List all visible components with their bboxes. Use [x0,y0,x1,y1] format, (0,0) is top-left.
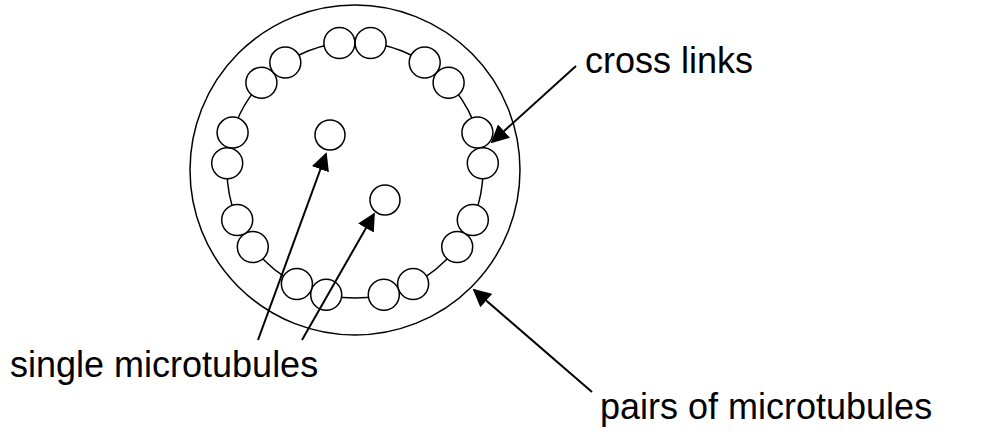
leader-line [258,154,326,340]
annotation-label: pairs of microtubules [600,386,932,427]
leader-line [492,66,576,142]
cross-link-ring [227,42,483,298]
microtubule-pairs [212,28,499,311]
annotation-label: cross links [585,40,753,81]
leader-line [474,290,592,392]
single-microtubules [315,120,400,215]
leader-line [302,214,374,340]
outer-membrane [190,5,520,335]
annotation-label: single microtubules [10,344,318,385]
leader-lines [258,66,592,392]
